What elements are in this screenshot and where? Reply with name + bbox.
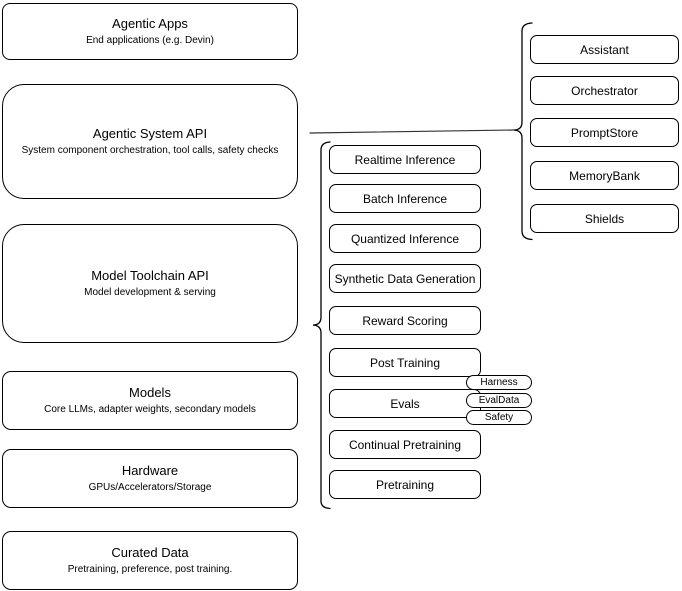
node-subtitle: Pretraining, preference, post training. [67,564,233,575]
node-title: Agentic Apps [112,16,188,31]
node-pretraining: Pretraining [329,470,481,499]
node-hardware: Hardware GPUs/Accelerators/Storage [2,449,298,508]
node-post-training: Post Training [329,348,481,377]
node-title: Model Toolchain API [91,268,209,283]
node-title: Curated Data [111,545,189,560]
node-evals: Evals [329,389,481,418]
node-synthetic-data-generation: Synthetic Data Generation [329,264,481,293]
node-title: Hardware [121,463,179,478]
node-model-toolchain-api: Model Toolchain API Model development & … [2,224,298,343]
node-subtitle: End applications (e.g. Devin) [86,35,214,46]
node-batch-inference: Batch Inference [329,184,481,213]
node-orchestrator: Orchestrator [530,76,679,105]
node-agentic-system-api: Agentic System API System component orch… [2,84,298,199]
node-subtitle: System component orchestration, tool cal… [21,145,279,156]
node-title: Models [129,385,171,400]
node-curated-data: Curated Data Pretraining, preference, po… [2,531,298,590]
node-memorybank: MemoryBank [530,161,679,190]
node-shields: Shields [530,204,679,233]
node-subtitle: GPUs/Accelerators/Storage [88,482,212,493]
connector-agentic-system-to-components [309,129,515,134]
node-assistant: Assistant [530,35,679,64]
node-continual-pretraining: Continual Pretraining [329,430,481,459]
node-reward-scoring: Reward Scoring [329,306,481,335]
node-quantized-inference: Quantized Inference [329,224,481,253]
node-models: Models Core LLMs, adapter weights, secon… [2,371,298,430]
node-subtitle: Core LLMs, adapter weights, secondary mo… [44,404,256,415]
node-title: Agentic System API [92,126,208,141]
brace-toolchain [312,141,331,510]
node-subtitle: Model development & serving [84,287,216,298]
node-realtime-inference: Realtime Inference [329,145,481,174]
tag-safety: Safety [466,410,532,425]
tag-harness: Harness [466,375,532,390]
node-promptstore: PromptStore [530,118,679,147]
node-agentic-apps: Agentic Apps End applications (e.g. Devi… [2,3,298,60]
tag-evaldata: EvalData [466,393,532,408]
